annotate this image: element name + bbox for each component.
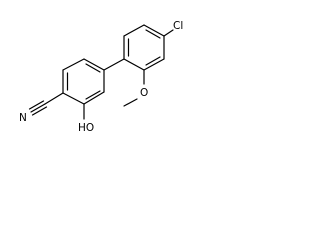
double-bond-inner	[85, 63, 101, 73]
nitrile-triple-bond	[30, 103, 46, 113]
bond	[123, 58, 145, 71]
ring-a	[62, 58, 105, 105]
double-bond-inner	[145, 29, 161, 39]
bond	[123, 24, 145, 37]
nitrogen-label: N	[19, 112, 27, 124]
bond	[62, 92, 85, 105]
bond	[83, 58, 105, 71]
biaryl-bond	[103, 58, 125, 71]
double-bond-inner	[85, 90, 101, 100]
double-bond-inner	[145, 56, 161, 66]
methoxy-oxygen-label: O	[140, 87, 148, 99]
hydroxyl-label: HO	[78, 122, 94, 134]
bond	[143, 58, 165, 71]
bond	[143, 24, 165, 37]
nitrile-single-bond	[44, 92, 64, 105]
methyl-bond	[123, 98, 138, 107]
structure-canvas: N HO O Cl	[0, 0, 218, 148]
chlorine-label: Cl	[173, 20, 183, 32]
nitrile-triple-bond	[31, 106, 48, 116]
nitrile-triple-bond	[28, 100, 45, 110]
ring-b	[123, 24, 165, 71]
chemical-structure: N HO O Cl	[19, 20, 183, 134]
bond	[62, 58, 85, 71]
bond	[83, 91, 105, 105]
chloro-bond	[163, 29, 174, 37]
